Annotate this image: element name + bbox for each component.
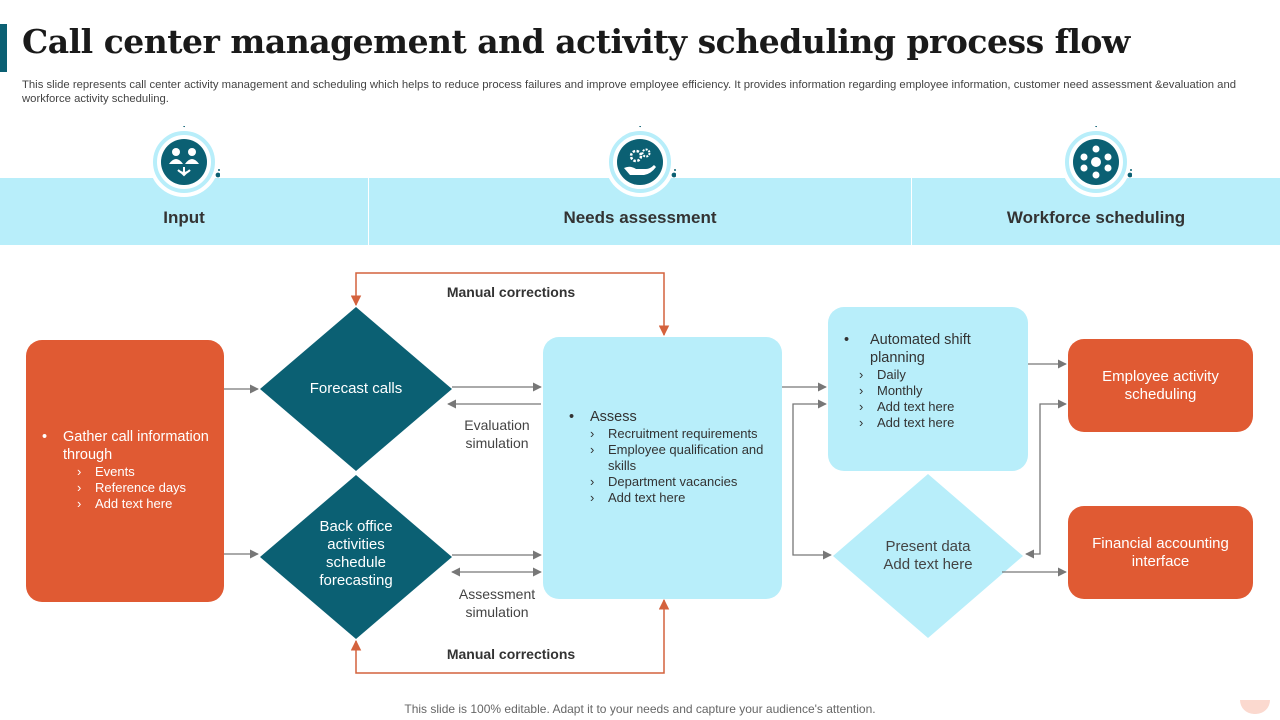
assess-box: Assess Recruitment requirements Employee…: [543, 337, 782, 599]
shift-sub-item: Add text here: [859, 399, 1016, 415]
employee-scheduling-label: Employee activity scheduling: [1102, 367, 1219, 403]
manual-corrections-bottom-loop: [350, 598, 670, 674]
assess-sub-item: Department vacancies: [590, 474, 764, 490]
present-data-diamond: [833, 474, 1023, 638]
shift-planning-box: Automated shift planning Daily Monthly A…: [828, 307, 1028, 471]
manual-corrections-bottom-label: Manual corrections: [446, 646, 576, 662]
connector-arrow: [1025, 399, 1067, 559]
stage-divider: [368, 178, 369, 245]
evaluation-simulation-label: Evaluation simulation: [464, 417, 530, 451]
input-sub-item: Reference days: [77, 480, 212, 496]
page-title: Call center management and activity sche…: [22, 22, 1130, 61]
back-office-label: Back office activities schedule forecast…: [319, 518, 393, 589]
financial-interface-box: Financial accounting interface: [1068, 506, 1253, 599]
manual-corrections-top-loop: [350, 272, 670, 337]
input-bullet: Gather call information through: [38, 428, 212, 464]
footer-note: This slide is 100% editable. Adapt it to…: [404, 702, 876, 716]
present-data-label: Present data Add text here: [883, 538, 973, 573]
forecast-calls-label: Forecast calls: [309, 380, 403, 397]
connector-arrow: [792, 399, 832, 560]
shift-bullet: Automated shift planning: [840, 331, 1000, 367]
employee-scheduling-box: Employee activity scheduling: [1068, 339, 1253, 432]
stage-divider: [911, 178, 912, 245]
stage-label-needs-assessment: Needs assessment: [563, 208, 717, 227]
manual-corrections-top-label: Manual corrections: [446, 284, 576, 300]
assess-sub-item: Recruitment requirements: [590, 426, 764, 442]
team-network-icon: [1061, 126, 1132, 197]
forecast-calls-diamond: [260, 307, 452, 471]
page-subtitle: This slide represents call center activi…: [22, 79, 1237, 105]
shift-sub-item: Monthly: [859, 383, 1016, 399]
financial-interface-label: Financial accounting interface: [1092, 534, 1229, 570]
shift-sub-item: Daily: [859, 367, 1016, 383]
shift-sub-item: Add text here: [859, 415, 1016, 431]
title-accent-bar: [0, 24, 7, 72]
assess-sub-item: Add text here: [590, 490, 764, 506]
assess-sub-item: Employee qualification and skills: [590, 442, 764, 474]
input-box: Gather call information through Events R…: [26, 340, 224, 602]
stage-label-workforce-scheduling: Workforce scheduling: [1006, 208, 1186, 227]
gears-hand-icon: [605, 126, 676, 197]
back-office-diamond: [260, 475, 452, 639]
assess-bullet: Assess: [565, 408, 764, 426]
corner-decoration: [1240, 700, 1270, 714]
people-exchange-icon: [149, 126, 220, 197]
input-sub-item: Events: [77, 464, 212, 480]
input-sub-item: Add text here: [77, 496, 212, 512]
assessment-simulation-label: Assessment simulation: [458, 586, 536, 620]
stage-label-input: Input: [163, 208, 205, 227]
